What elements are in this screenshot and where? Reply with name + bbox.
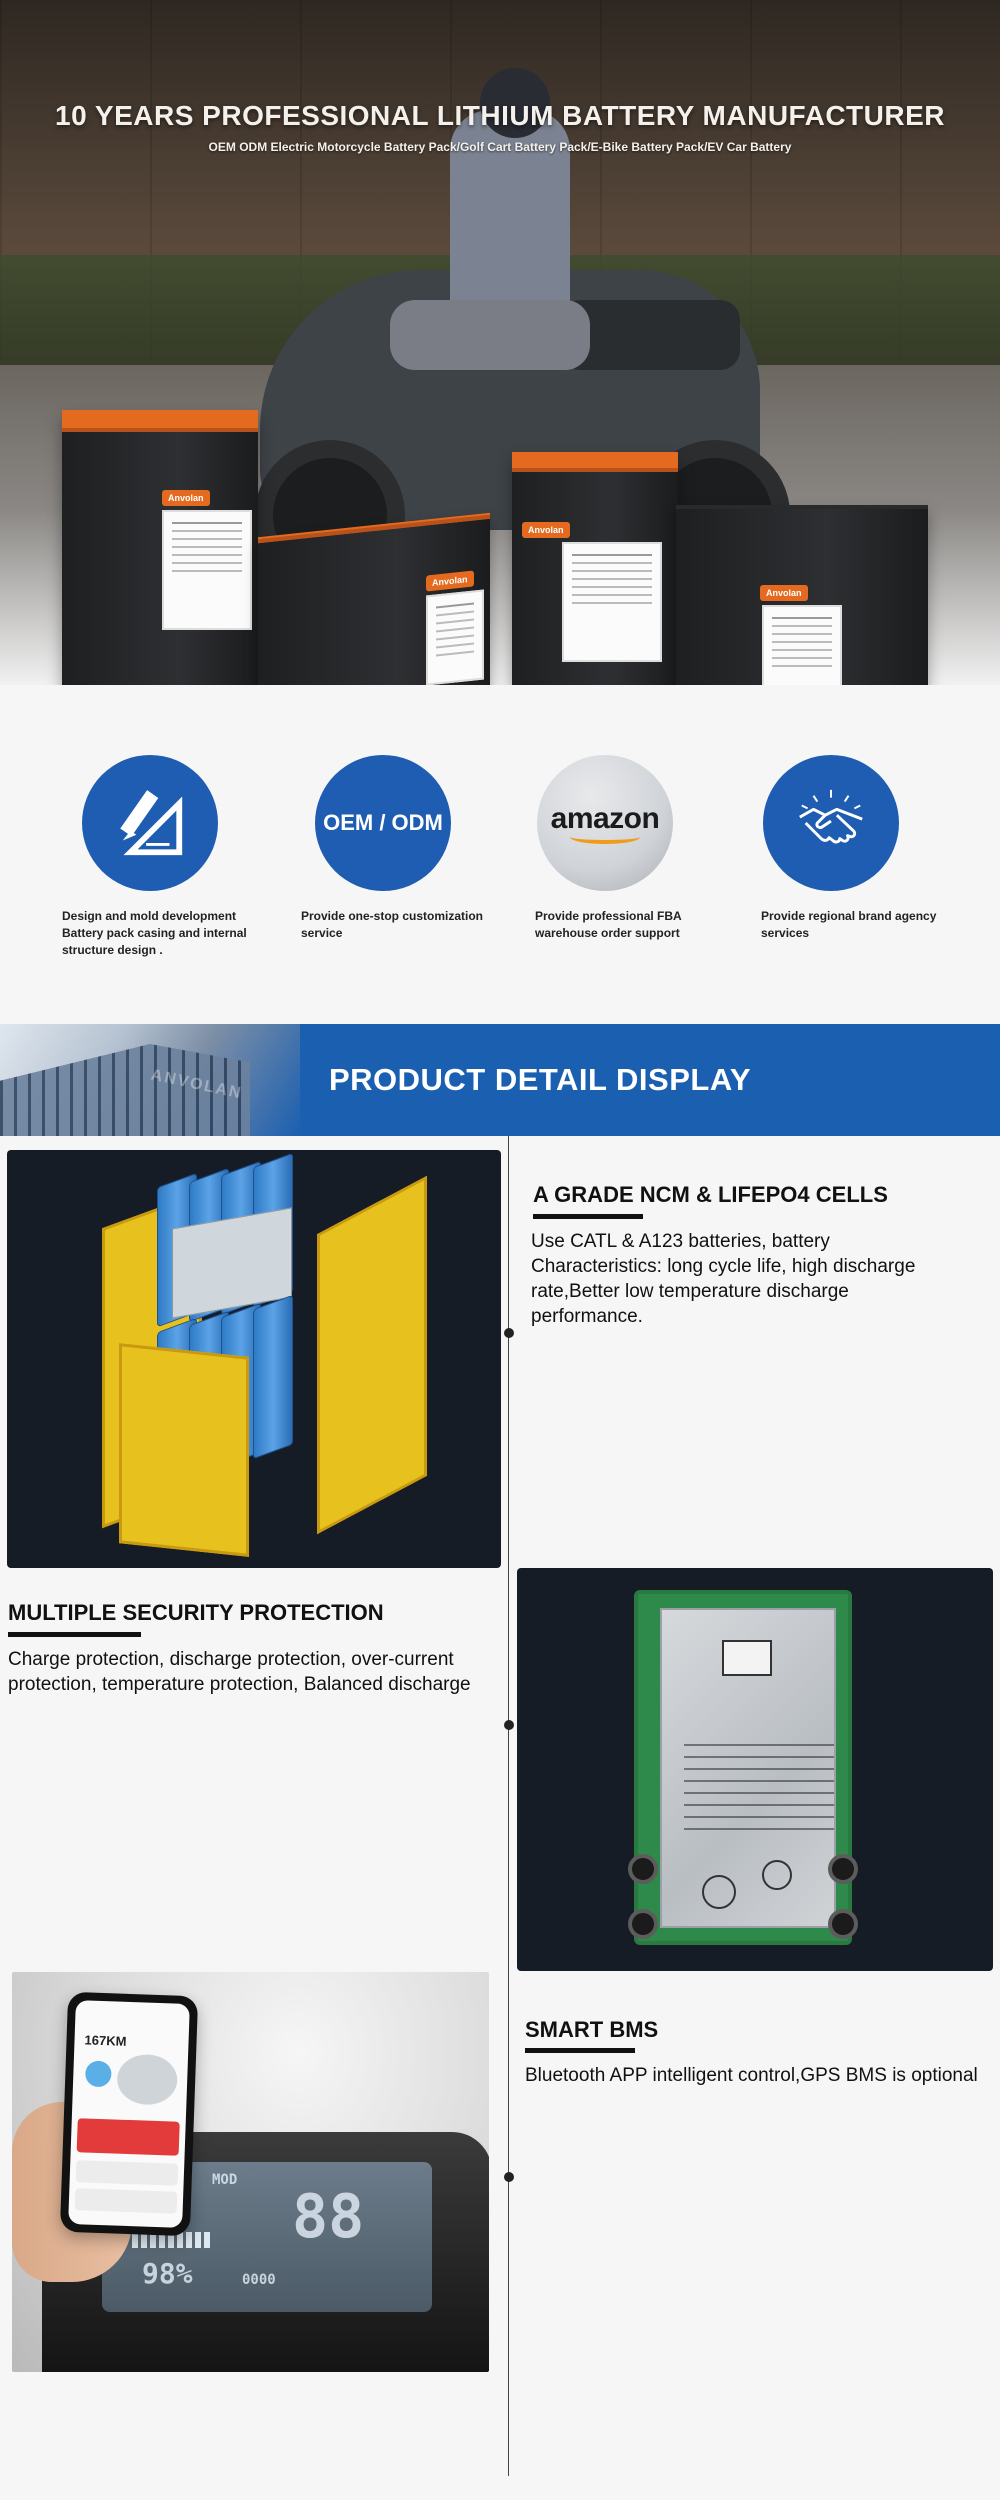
- timeline-dot: [504, 2172, 514, 2182]
- bms-printed-specs: [684, 1740, 834, 1830]
- rider-helmet: [480, 68, 550, 138]
- detail-text-smart-bms: Bluetooth APP intelligent control,GPS BM…: [525, 2065, 978, 2086]
- bms-heat-plate: [660, 1608, 836, 1928]
- dash-odometer: 0000: [242, 2272, 276, 2288]
- feature-text: Design and mold development Battery pack…: [62, 909, 247, 957]
- bms-terminal: [828, 1909, 858, 1939]
- battery-spec-label: [762, 605, 842, 685]
- battery-brand-label: Anvolan: [760, 585, 808, 601]
- amazon-wordmark: amazon: [550, 802, 660, 835]
- app-alert-card[interactable]: [76, 2118, 180, 2156]
- battery-spec-label: [426, 589, 484, 685]
- heading-underline: [533, 1214, 643, 1219]
- app-info-row[interactable]: [75, 2160, 179, 2186]
- banner-title: PRODUCT DETAIL DISPLAY: [328, 1062, 752, 1097]
- amazon-logo-icon: amazon: [537, 755, 673, 891]
- insulation-sheet: [119, 1343, 249, 1557]
- timeline-line: [508, 1136, 509, 2476]
- feature-text: Provide professional FBA warehouse order…: [535, 909, 682, 940]
- qc-pass-stamp: [702, 1875, 736, 1909]
- battery-spec-label: [162, 510, 252, 630]
- dash-mode: MOD: [212, 2172, 238, 2188]
- app-scooter-icon: [116, 2053, 179, 2106]
- oem-odm-badge: OEM / ODM: [315, 755, 451, 891]
- phone-app-mockup: 167KM: [59, 1991, 199, 2237]
- detail-text-cells: Use CATL & A123 batteries, battery Chara…: [531, 1231, 916, 1327]
- battery-brand-label: Anvolan: [162, 490, 210, 506]
- oem-odm-label: OEM / ODM: [323, 810, 443, 835]
- bms-terminal: [628, 1854, 658, 1884]
- pencil-ruler-icon: [120, 790, 183, 856]
- battery-brand-label: Anvolan: [522, 522, 570, 538]
- design-icon: [82, 755, 218, 891]
- bms-connector: [722, 1640, 772, 1676]
- rider-legs: [390, 300, 590, 370]
- app-bluetooth-icon[interactable]: [84, 2060, 112, 2088]
- app-info-row[interactable]: [74, 2188, 178, 2214]
- hero-title: 10 YEARS PROFESSIONAL LITHIUM BATTERY MA…: [55, 100, 945, 131]
- detail-heading-protection: MULTIPLE SECURITY PROTECTION: [8, 1600, 384, 1625]
- office-building-image: [0, 1024, 300, 1136]
- smart-bms-photo: 88 MOD 98% 0000 167KM: [12, 1972, 489, 2372]
- heading-underline: [8, 1632, 141, 1637]
- agency-icon: [763, 755, 899, 891]
- feature-list: Design and mold development Battery pack…: [0, 755, 1000, 975]
- timeline-dot: [504, 1720, 514, 1730]
- insulation-sheet: [317, 1175, 427, 1535]
- battery-pack-large-right: Anvolan: [676, 505, 928, 685]
- handshake-icon: [799, 789, 863, 844]
- timeline-dot: [504, 1328, 514, 1338]
- cells-image: [7, 1150, 501, 1568]
- battery-spec-label: [562, 542, 662, 662]
- hero-subtitle: OEM ODM Electric Motorcycle Battery Pack…: [208, 140, 792, 154]
- battery-brand-label: Anvolan: [426, 570, 474, 592]
- battery-cell: [253, 1294, 293, 1460]
- battery-pack-tall-right: Anvolan: [512, 452, 678, 685]
- product-detail-banner: ANVOLAN PRODUCT DETAIL DISPLAY: [0, 1024, 1000, 1136]
- rider-torso: [450, 110, 570, 330]
- battery-pack-tall-left: Anvolan: [62, 410, 258, 685]
- dash-battery-bar: [132, 2232, 212, 2248]
- dash-battery-percent: 98%: [142, 2257, 193, 2290]
- bms-terminal: [828, 1854, 858, 1884]
- detail-text-protection: Charge protection, discharge protection,…: [8, 1649, 471, 1695]
- heading-underline: [525, 2048, 635, 2053]
- bms-terminal: [628, 1909, 658, 1939]
- detail-heading-cells: A GRADE NCM & LIFEPO4 CELLS: [533, 1182, 888, 1207]
- dash-speed: 88: [292, 2182, 365, 2252]
- bms-circuit-board: [628, 1590, 858, 1945]
- app-range-readout: 167KM: [84, 2032, 127, 2049]
- battery-pack-flat-middle: Anvolan: [258, 512, 490, 685]
- phone-screen: 167KM: [68, 2000, 190, 2228]
- detail-heading-smart-bms: SMART BMS: [525, 2017, 659, 2042]
- rohs-stamp: [762, 1860, 792, 1890]
- feature-text: Provide regional brand agency services: [761, 909, 937, 940]
- scooter-seat: [560, 300, 740, 370]
- feature-text: Provide one-stop customization service: [301, 909, 484, 940]
- hero-banner: 10 YEARS PROFESSIONAL LITHIUM BATTERY MA…: [0, 0, 1000, 685]
- amazon-smile-icon: [569, 830, 640, 844]
